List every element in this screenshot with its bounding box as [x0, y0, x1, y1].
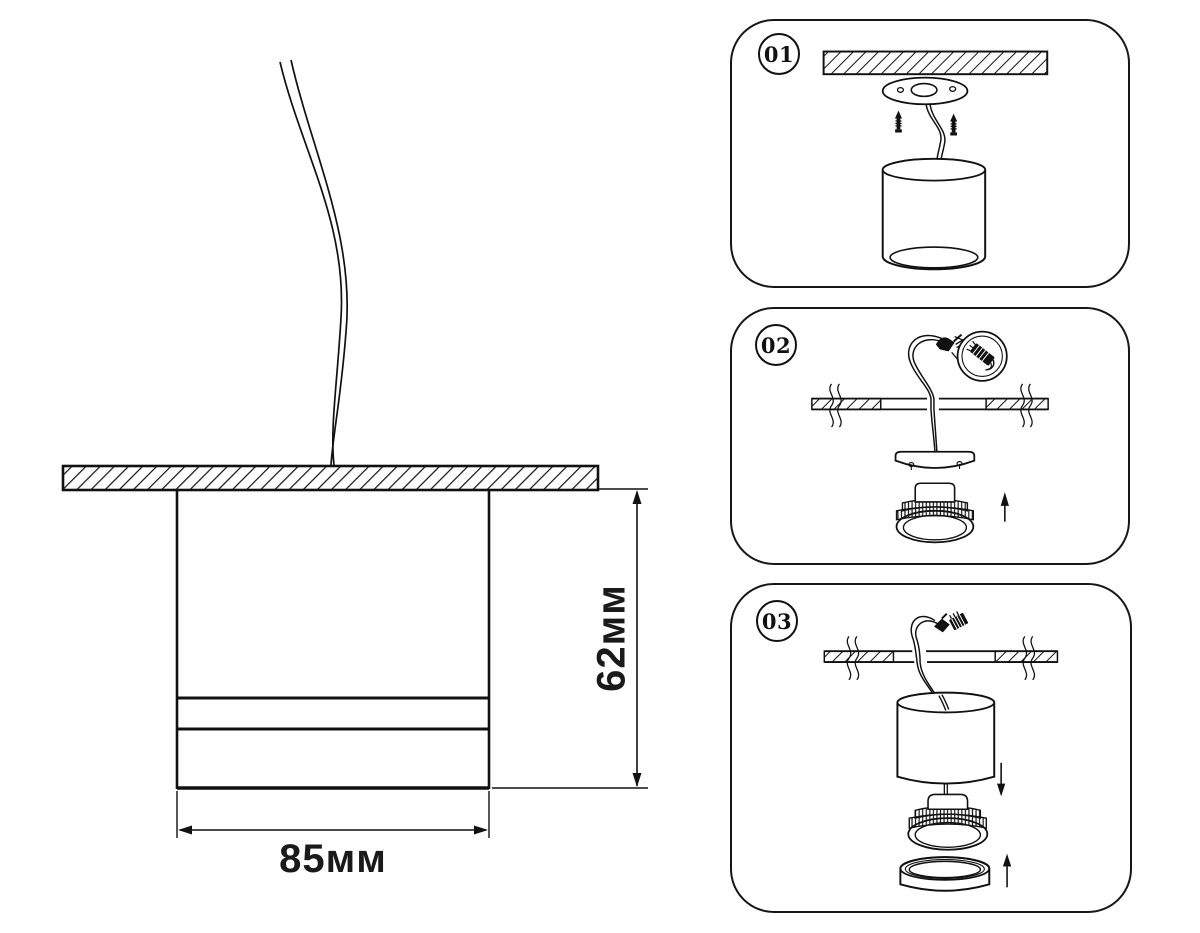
- step-number-badge: 03: [756, 600, 798, 642]
- trim-ring: [899, 856, 991, 892]
- ceiling-break-marks: [846, 635, 1036, 681]
- ceiling-cross-section: [823, 635, 1059, 681]
- screw-icon: [950, 113, 958, 136]
- ceiling-break-marks: [829, 383, 1033, 428]
- fixture-front-view: [175, 490, 491, 790]
- ceiling-hatch: [822, 50, 1049, 76]
- arrow-right-icon: [474, 825, 488, 835]
- step-number: 03: [761, 608, 793, 634]
- mounting-base: [894, 450, 976, 470]
- step-01-illustration: [822, 50, 1049, 271]
- fixture-cylinder: [881, 157, 987, 271]
- fixture-cylinder: [896, 691, 996, 785]
- height-dimension: 62мм: [492, 488, 648, 789]
- connector-zoom-circle: [951, 330, 1008, 382]
- ceiling-cross-section: [811, 383, 1049, 428]
- step-02-illustration: [811, 330, 1049, 544]
- step-number: 02: [760, 332, 792, 358]
- width-dimension: 85мм: [176, 791, 490, 881]
- up-arrow-icon: [1000, 492, 1009, 522]
- step-number-badge: 02: [755, 324, 797, 366]
- down-arrow-icon: [996, 762, 1006, 797]
- width-dimension-label: 85мм: [279, 837, 387, 881]
- height-dimension-label: 62мм: [590, 584, 634, 692]
- wire-connector: [933, 611, 969, 633]
- power-wire: [908, 334, 945, 452]
- step-panel-03: 03: [730, 583, 1132, 913]
- arrow-up-icon: [632, 490, 642, 504]
- arrow-left-icon: [178, 825, 192, 835]
- gx53-lamp: [895, 482, 975, 544]
- power-wire: [910, 615, 943, 706]
- mounting-plate: [881, 76, 969, 106]
- screw-icon: [894, 110, 903, 133]
- arrow-down-icon: [632, 773, 642, 787]
- connector-zoom-glyph: [966, 340, 995, 371]
- up-arrow-icon: [1002, 853, 1012, 888]
- step-03-illustration: [823, 611, 1059, 892]
- step-panel-01: 01: [730, 19, 1130, 288]
- step-panel-02: 02: [730, 307, 1130, 565]
- power-cable: [279, 59, 348, 466]
- ceiling-section: [61, 464, 600, 492]
- gx53-lamp: [907, 793, 989, 851]
- step-number-badge: 01: [758, 33, 800, 75]
- step-number: 01: [763, 41, 795, 67]
- dimension-drawing: 62мм 85мм: [61, 59, 648, 881]
